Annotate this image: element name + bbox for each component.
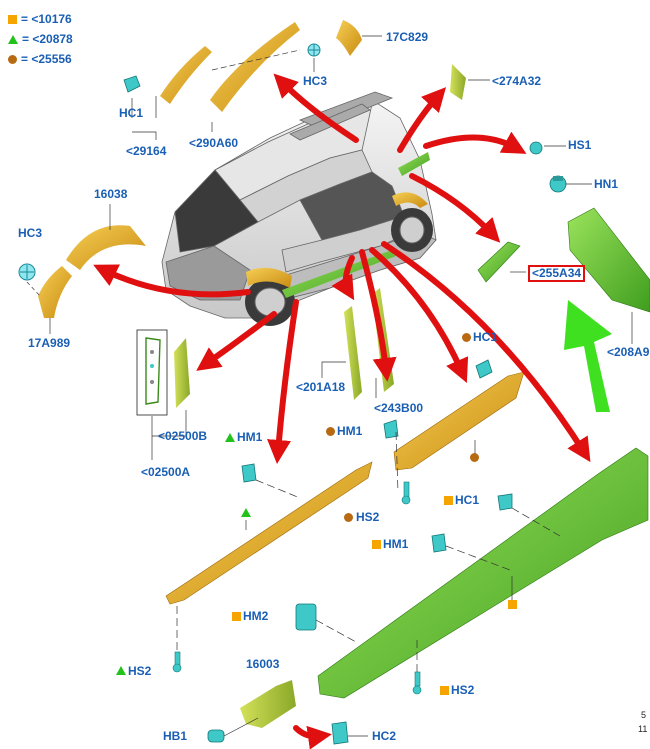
legend-row-square: = <10176 [8,9,73,29]
wheel-arch-molding-rear-upper [210,22,300,112]
clip-hs1 [529,141,543,155]
b-pillar-applique-front [344,306,362,400]
square-marker-icon [508,600,517,609]
circle-marker-icon [462,333,471,342]
callout-hb1: HB1 [163,729,188,743]
callout-hm1-right: HM1 [383,537,409,551]
clip-hc1-left [123,75,141,93]
leader-lines [26,35,633,737]
callout-16003: 16003 [246,657,280,671]
callout-290a60: <290A60 [189,136,239,150]
callout-29164: <29164 [126,144,167,158]
callout-243b00: <243B00 [374,401,424,415]
triangle-marker-icon [225,433,235,442]
callout-hc3-top: HC3 [303,74,328,88]
door-applique-pillar [174,338,190,408]
legend-text: = <10176 [21,12,72,26]
clip-hc3-top [307,43,321,57]
callout-hs2-left: HS2 [128,664,152,678]
triangle-marker-icon [116,666,126,675]
rocker-panel-molding-rear [567,207,650,313]
legend-row-circle: = <25556 [8,49,73,69]
clip-hc3-left [18,263,36,281]
clip-hm1-right [431,533,447,553]
square-marker-icon [372,540,381,549]
clip-hc2 [331,721,349,745]
rear-arch-highlight [392,192,428,208]
circle-marker-icon [344,513,353,522]
callout-hn1: HN1 [594,177,619,191]
clip-hm2 [295,603,317,631]
callout-02500a: <02500A [141,465,191,479]
front-wheel-arch-molding [66,225,146,270]
square-marker-icon [8,14,17,24]
corner-note-line2: 11 [638,724,648,734]
upper-trim-highlight [398,152,430,176]
callout-201a18: <201A18 [296,380,346,394]
circle-marker-icon [326,427,335,436]
circle-marker-icon [470,453,479,462]
clip-hm1-mid [383,419,399,439]
callout-hm1-left: HM1 [237,430,263,444]
callout-02500b: <02500B [158,429,208,443]
callout-hc2: HC2 [372,729,397,743]
mud-flap-bracket [240,680,296,728]
square-marker-icon [444,496,453,505]
legend-row-triangle: = <20878 [8,29,73,49]
red-indicator-arrows [93,73,591,749]
callout-hs2-right: HS2 [451,683,475,697]
clip-hm1-left [241,463,257,483]
callout-hs2-mid: HS2 [356,510,380,524]
rear-wheel [391,208,433,252]
corner-note-line1: 5 [641,710,647,720]
screw-hs2-mid [401,481,411,505]
clip-hb1 [207,729,225,743]
legend-text: = <20878 [22,32,73,46]
callout-hc1-right: HC1 [455,493,480,507]
triangular-trim-piece [450,64,466,100]
applique-detail-inset [136,329,168,416]
clip-hn1 [549,175,567,193]
rear-molding-end-cap [336,20,362,56]
screw-hs2-right [412,671,422,695]
front-door-molding [165,461,373,605]
callout-hc3-left: HC3 [18,226,43,240]
green-indicator-arrow [564,300,612,412]
callout-hc1-mid: HC1 [473,330,498,344]
callout-208a9: <208A9 [607,345,650,359]
rocker-panel-molding [317,447,649,699]
callout-274a32: <274A32 [492,74,542,88]
callout-16038: 16038 [94,187,128,201]
screw-hs2-left [172,651,182,673]
clip-hc1-right [497,493,513,511]
legend-text: = <25556 [21,52,72,66]
circle-marker-icon [8,54,17,64]
rear-door-molding [393,371,525,471]
callout-hc1-left: HC1 [119,106,144,120]
callout-255a34-highlighted[interactable]: <255A34 [528,265,586,282]
square-marker-icon [440,686,449,695]
callout-17c829: 17C829 [386,30,429,44]
square-marker-icon [232,612,241,621]
rear-door-lower-molding [477,241,521,283]
callout-17a989: 17A989 [28,336,71,350]
legend: = <10176 = <20878 = <25556 [8,9,73,69]
triangle-marker-icon [241,508,251,517]
callout-hm2: HM2 [243,609,269,623]
callout-hm1-mid: HM1 [337,424,363,438]
wheel-arch-molding-left-upper [160,46,212,104]
triangle-marker-icon [8,34,18,44]
callout-hs1: HS1 [568,138,592,152]
front-arch-highlight [246,267,292,288]
front-arch-molding-end [38,266,72,318]
clip-hc1-mid [475,359,493,379]
